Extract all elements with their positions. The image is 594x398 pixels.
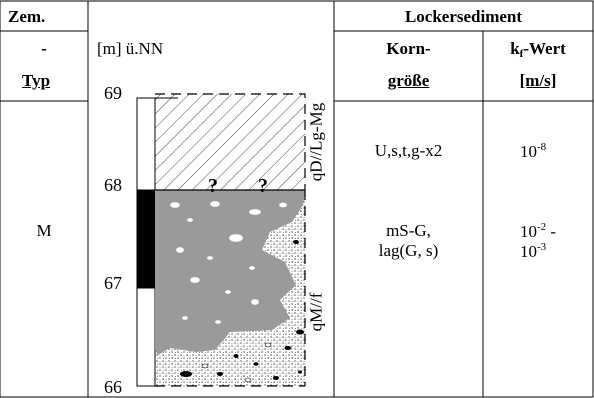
depth-tick-68: 68 [104, 175, 122, 195]
korngroesse-lower-line1: mS-G, [386, 221, 431, 240]
kf-lower-line2: 10-3 [520, 241, 547, 261]
header-korn: Korn- [386, 39, 431, 58]
zem-typ-value: M [36, 221, 52, 240]
lower-layer-outline [155, 189, 306, 387]
kf-lower-base2: 10 [520, 242, 537, 261]
header-typ: Typ [22, 71, 51, 90]
depth-axis-label: [m] ü.NN [97, 39, 164, 58]
boundary-uncertain-mark-1: ? [208, 175, 218, 197]
header-zem: Zem. [8, 7, 46, 26]
header-dash: - [41, 39, 47, 58]
header-kf-unit: [m/s] [519, 71, 557, 90]
boundary-uncertain-mark-2: ? [258, 175, 268, 197]
unit-label-lower: qM//f [306, 292, 326, 332]
clasts [169, 200, 288, 325]
header-groesse: größe [387, 71, 430, 90]
kf-lower-exp1: -2 [537, 221, 547, 233]
kf-upper-base: 10 [520, 142, 537, 161]
kf-wert: -Wert [523, 39, 566, 58]
depth-tick-66: 66 [104, 377, 122, 397]
korngroesse-lower-line2: lag(G, s) [378, 241, 439, 260]
kf-lower-exp2: -3 [537, 241, 547, 253]
kf-lower-dash: - [546, 222, 557, 241]
left-column-lines [0, 0, 88, 398]
depth-tick-69: 69 [104, 83, 122, 103]
upper-layer-hatched [155, 93, 306, 190]
black-pebbles [180, 240, 304, 380]
header-lockersediment: Lockersediment [404, 7, 523, 26]
small-white-pebbles [201, 342, 272, 383]
kf-upper: 10-8 [520, 141, 547, 161]
kf-k: k [510, 39, 520, 58]
kf-upper-exp: -8 [537, 141, 547, 153]
grey-matrix-shape [155, 190, 305, 355]
header-kf-wert: kf-Wert [483, 40, 593, 60]
lower-layer-gravel [155, 190, 305, 386]
depth-tick-67: 67 [104, 273, 122, 293]
kf-lower-line1: 10-2 - [520, 221, 557, 241]
korngroesse-upper: U,s,t,g-x2 [374, 141, 443, 160]
unit-label-upper: qD//Lg-Mg [306, 102, 326, 182]
kf-lower-base1: 10 [520, 222, 537, 241]
kf-sub: f [519, 48, 524, 60]
table-lines [87, 0, 594, 398]
